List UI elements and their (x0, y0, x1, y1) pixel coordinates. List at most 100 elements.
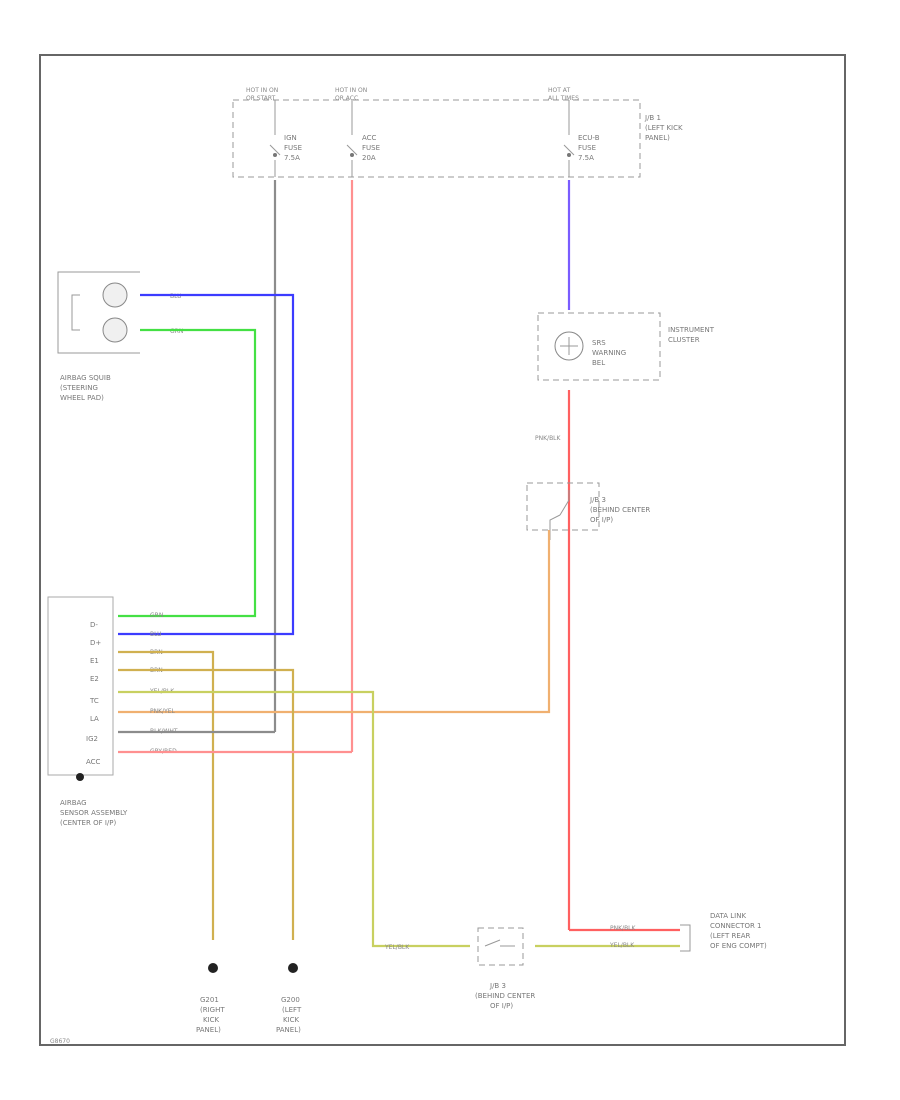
jb3-lower-label-1: J/B 3 (489, 982, 506, 990)
sensor-wire-1: BLU (150, 631, 162, 638)
fuse2-symbol (346, 100, 358, 177)
jb3-upper-splice (549, 490, 570, 540)
jb3-lower-splice (484, 939, 515, 947)
jb3-upper: PNK/BLK J/B 3 (BEHIND CENTER OF I/P) (526, 435, 650, 540)
diagram-frame (39, 54, 846, 1046)
pin-label-5: LA (90, 715, 99, 723)
hot-label-3b: ALL TIMES (548, 95, 579, 102)
g200-label-1: G200 (281, 996, 300, 1004)
fuse2-type: FUSE (362, 144, 380, 152)
g201-label-3: KICK (203, 1016, 220, 1024)
fuse1-rating: 7.5A (284, 154, 300, 162)
fuse2-name: ACC (362, 134, 377, 142)
squib-connector-2 (102, 317, 128, 343)
squib-wire-2-label: GRN (170, 328, 183, 335)
squib-element (71, 294, 80, 331)
pin-label-7: ACC (86, 758, 101, 766)
fuse1-dot (273, 153, 277, 157)
g201-label-4: PANEL) (196, 1026, 221, 1034)
jb1-title-line2: (LEFT KICK (645, 124, 683, 132)
fuse3-name: ECU-B (578, 134, 600, 142)
ground-g201: G201 (RIGHT KICK PANEL) (196, 963, 225, 1034)
pin-label-3: E2 (90, 675, 99, 683)
sensor-label-2: SENSOR ASSEMBLY (60, 809, 128, 817)
jb3-lower-outline (477, 927, 524, 966)
dlc-terminal (680, 924, 691, 952)
wire-blu (118, 293, 295, 636)
dlc-label-1: DATA LINK (710, 912, 746, 920)
instrument-cluster: SRS WARNING BEL INSTRUMENT CLUSTER (537, 312, 715, 381)
cluster-outline (537, 312, 661, 381)
sensor-wire-0: GRN (150, 612, 163, 619)
squib-connector-1 (102, 282, 128, 308)
g200-label-2: (LEFT (282, 1006, 302, 1014)
pin-label-0: D- (90, 621, 98, 629)
fuse-box: HOT IN ON OR START HOT IN ON OR ACC HOT … (232, 87, 683, 178)
squib-label-1: AIRBAG SQUIB (60, 374, 111, 382)
hot-label-1a: HOT IN ON (246, 87, 278, 94)
sensor-label-1: AIRBAG (60, 799, 87, 807)
jb3-upper-label-1: J/B 3 (589, 496, 606, 504)
pin-label-6: IG2 (86, 735, 98, 743)
hot-label-2b: OR ACC (335, 95, 358, 102)
fuse2-dot (350, 153, 354, 157)
dlc-label-4: OF ENG COMPT) (710, 942, 767, 950)
ground-g201-icon (208, 963, 218, 973)
jb1-title-line1: J/B 1 (644, 114, 661, 122)
squib-wire-1-label: BLU (170, 293, 182, 300)
jb3-lower-wire-label: YEL/BLK (384, 944, 410, 951)
dlc-label-3: (LEFT REAR (710, 932, 751, 940)
sensor-wire-5: PNK/YEL (150, 708, 176, 715)
g200-label-4: PANEL) (276, 1026, 301, 1034)
data-link-connector: PNK/BLK YEL/BLK DATA LINK CONNECTOR 1 (L… (609, 912, 767, 952)
g201-label-1: G201 (200, 996, 219, 1004)
dlc-label-2: CONNECTOR 1 (710, 922, 762, 930)
squib-label-2: (STEERING (60, 384, 98, 392)
ground-g200-icon (288, 963, 298, 973)
g200-label-3: KICK (283, 1016, 300, 1024)
dlc-wire-2: YEL/BLK (609, 942, 635, 949)
hot-label-1b: OR START (246, 95, 276, 102)
fuse1-name: IGN (284, 134, 297, 142)
diagram-code: G8670 (50, 1038, 70, 1045)
fuse1-type: FUSE (284, 144, 302, 152)
fuse3-dot (567, 153, 571, 157)
jb3-upper-outline (526, 482, 600, 531)
pin-label-4: TC (89, 697, 99, 705)
fuse1-symbol (269, 100, 281, 177)
airbag-squib: AIRBAG SQUIB (STEERING WHEEL PAD) BLU GR… (57, 271, 183, 402)
cluster-label-1: INSTRUMENT (668, 326, 715, 334)
g201-label-2: (RIGHT (200, 1006, 225, 1014)
lamp-filament (560, 337, 578, 355)
jb3-upper-label-3: OF I/P) (590, 516, 613, 524)
fuse3-type: FUSE (578, 144, 596, 152)
cluster-inner-3: BEL (592, 359, 605, 367)
fuse-box-outline (232, 99, 641, 178)
jb3-lower: YEL/BLK J/B 3 (BEHIND CENTER OF I/P) (384, 927, 535, 1010)
sensor-label-3: (CENTER OF I/P) (60, 819, 116, 827)
squib-label-3: WHEEL PAD) (60, 394, 104, 402)
wire-brn-e1 (118, 650, 215, 940)
hot-label-3a: HOT AT (548, 87, 570, 94)
wire-yel-blk-tc (118, 690, 470, 948)
wire-grn (118, 328, 257, 618)
pin-label-1: D+ (90, 639, 101, 647)
fuse2-rating: 20A (362, 154, 376, 162)
srs-warning-lamp-icon (554, 331, 584, 361)
cluster-inner-1: SRS (592, 339, 606, 347)
jb3-upper-label-2: (BEHIND CENTER (590, 506, 650, 514)
wire-brn-e2 (118, 668, 295, 940)
sensor-outline (47, 596, 114, 776)
jb3-lower-label-2: (BEHIND CENTER (475, 992, 535, 1000)
cluster-label-2: CLUSTER (668, 336, 700, 344)
jb1-title-line3: PANEL) (645, 134, 670, 142)
airbag-sensor-assembly: D- D+ E1 E2 TC LA IG2 ACC AIRBAG SENSOR … (47, 596, 128, 827)
pin-label-2: E1 (90, 657, 99, 665)
hot-label-2a: HOT IN ON (335, 87, 367, 94)
wire-pnk-yel (118, 530, 551, 714)
fuse3-symbol (563, 100, 575, 177)
squib-outline (57, 271, 140, 354)
dlc-wire-1: PNK/BLK (610, 925, 637, 932)
fuse3-rating: 7.5A (578, 154, 594, 162)
